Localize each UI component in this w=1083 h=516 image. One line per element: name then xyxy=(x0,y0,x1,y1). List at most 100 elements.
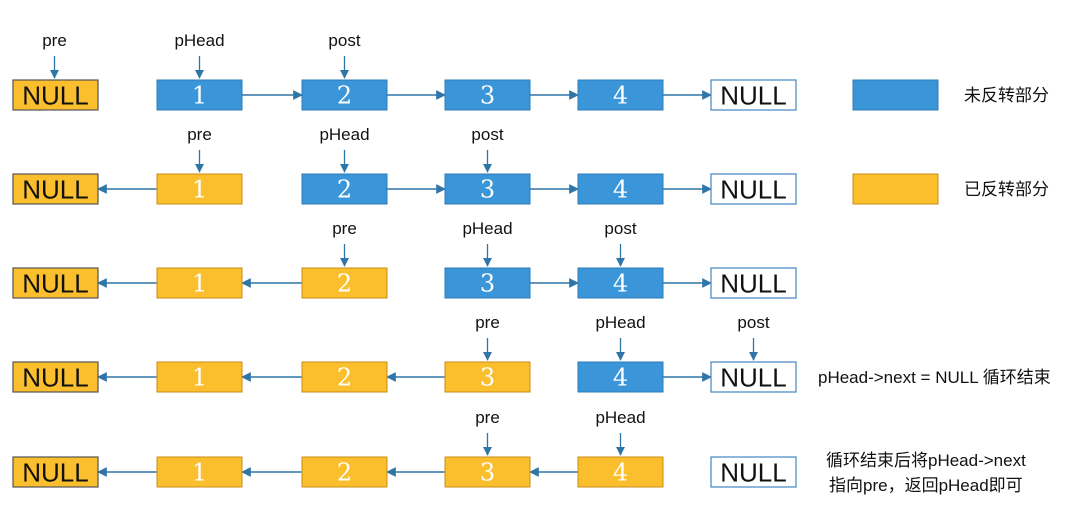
node-label: 3 xyxy=(480,459,495,487)
node-box xyxy=(444,79,531,111)
node-label: 2 xyxy=(337,82,352,110)
node-1: 1 xyxy=(156,456,243,488)
node-null: NULL xyxy=(710,79,797,111)
pointer-phead: pHead xyxy=(174,31,225,79)
node-box xyxy=(12,173,99,205)
node-4: 4 xyxy=(577,79,664,111)
node-label: NULL xyxy=(720,268,786,298)
node-box xyxy=(577,267,664,299)
node-4: 4 xyxy=(577,456,664,488)
node-box xyxy=(577,361,664,393)
node-box xyxy=(577,79,664,111)
node-label: NULL xyxy=(22,80,88,110)
node-label: NULL xyxy=(22,457,88,487)
node-null: NULL xyxy=(12,173,99,205)
node-1: 1 xyxy=(156,361,243,393)
pointer-post: post xyxy=(471,125,504,173)
node-label: 3 xyxy=(480,364,495,392)
pointer-post: post xyxy=(328,31,361,79)
node-box xyxy=(156,79,243,111)
node-label: 4 xyxy=(613,459,628,487)
node-label: 4 xyxy=(613,270,628,298)
node-box xyxy=(12,456,99,488)
node-box xyxy=(710,173,797,205)
node-label: NULL xyxy=(22,362,88,392)
node-4: 4 xyxy=(577,173,664,205)
pointer-label: pHead xyxy=(174,31,224,50)
row-5: NULL 1 2 3 4 NULL pre pHead 循环结束后将pHead->next 指向p… xyxy=(12,408,1026,495)
node-box xyxy=(156,267,243,299)
pointer-post: post xyxy=(737,313,770,361)
pointer-pre: pre xyxy=(42,31,67,79)
pointer-label: post xyxy=(737,313,769,332)
node-box xyxy=(577,173,664,205)
node-box xyxy=(444,267,531,299)
pointer-phead: pHead xyxy=(595,408,646,456)
legend-item-1: 未反转部分 xyxy=(852,79,1049,111)
pointer-label: post xyxy=(604,219,636,238)
node-box xyxy=(444,361,531,393)
legend-label: 未反转部分 xyxy=(964,86,1049,105)
node-label: 2 xyxy=(337,270,352,298)
row-note: pHead->next = NULL 循环结束 xyxy=(818,368,1051,387)
node-2: 2 xyxy=(301,267,388,299)
node-null: NULL xyxy=(12,267,99,299)
node-label: NULL xyxy=(720,362,786,392)
note-line: pHead->next = NULL 循环结束 xyxy=(818,368,1051,387)
pointer-label: pHead xyxy=(595,313,645,332)
node-label: NULL xyxy=(720,457,786,487)
node-3: 3 xyxy=(444,173,531,205)
node-label: 1 xyxy=(192,364,207,392)
node-1: 1 xyxy=(156,79,243,111)
node-label: 1 xyxy=(192,459,207,487)
node-label: NULL xyxy=(22,174,88,204)
node-label: 2 xyxy=(337,364,352,392)
node-2: 2 xyxy=(301,456,388,488)
pointer-label: post xyxy=(471,125,503,144)
legend-swatch xyxy=(852,173,939,205)
pointer-pre: pre xyxy=(475,313,500,361)
node-box xyxy=(710,361,797,393)
node-box xyxy=(301,173,388,205)
node-box xyxy=(301,456,388,488)
node-label: 2 xyxy=(337,459,352,487)
node-null: NULL xyxy=(710,267,797,299)
node-3: 3 xyxy=(444,456,531,488)
row-note: 循环结束后将pHead->next 指向pre，返回pHead即可 xyxy=(826,451,1026,495)
note-line: 循环结束后将pHead->next xyxy=(826,451,1026,470)
pointer-pre: pre xyxy=(187,125,212,173)
pointer-pre: pre xyxy=(475,408,500,456)
node-box xyxy=(156,173,243,205)
node-label: 2 xyxy=(337,176,352,204)
node-box xyxy=(710,79,797,111)
legend-label: 已反转部分 xyxy=(964,180,1049,199)
node-null: NULL xyxy=(710,173,797,205)
pointer-label: pre xyxy=(475,313,500,332)
node-box xyxy=(444,173,531,205)
node-label: 1 xyxy=(192,82,207,110)
pointer-phead: pHead xyxy=(595,313,646,361)
node-box xyxy=(12,267,99,299)
pointer-label: post xyxy=(328,31,360,50)
pointer-phead: pHead xyxy=(319,125,370,173)
node-null: NULL xyxy=(710,456,797,488)
node-label: 1 xyxy=(192,176,207,204)
pointer-pre: pre xyxy=(332,219,357,267)
node-box xyxy=(301,361,388,393)
legend-item-2: 已反转部分 xyxy=(852,173,1049,205)
node-label: 3 xyxy=(480,176,495,204)
node-label: 3 xyxy=(480,82,495,110)
node-label: 3 xyxy=(480,270,495,298)
node-null: NULL xyxy=(710,361,797,393)
node-box xyxy=(444,456,531,488)
note-line: 指向pre，返回pHead即可 xyxy=(829,476,1023,495)
pointer-phead: pHead xyxy=(462,219,513,267)
node-box xyxy=(301,267,388,299)
pointer-label: pre xyxy=(475,408,500,427)
node-1: 1 xyxy=(156,173,243,205)
node-box xyxy=(710,267,797,299)
